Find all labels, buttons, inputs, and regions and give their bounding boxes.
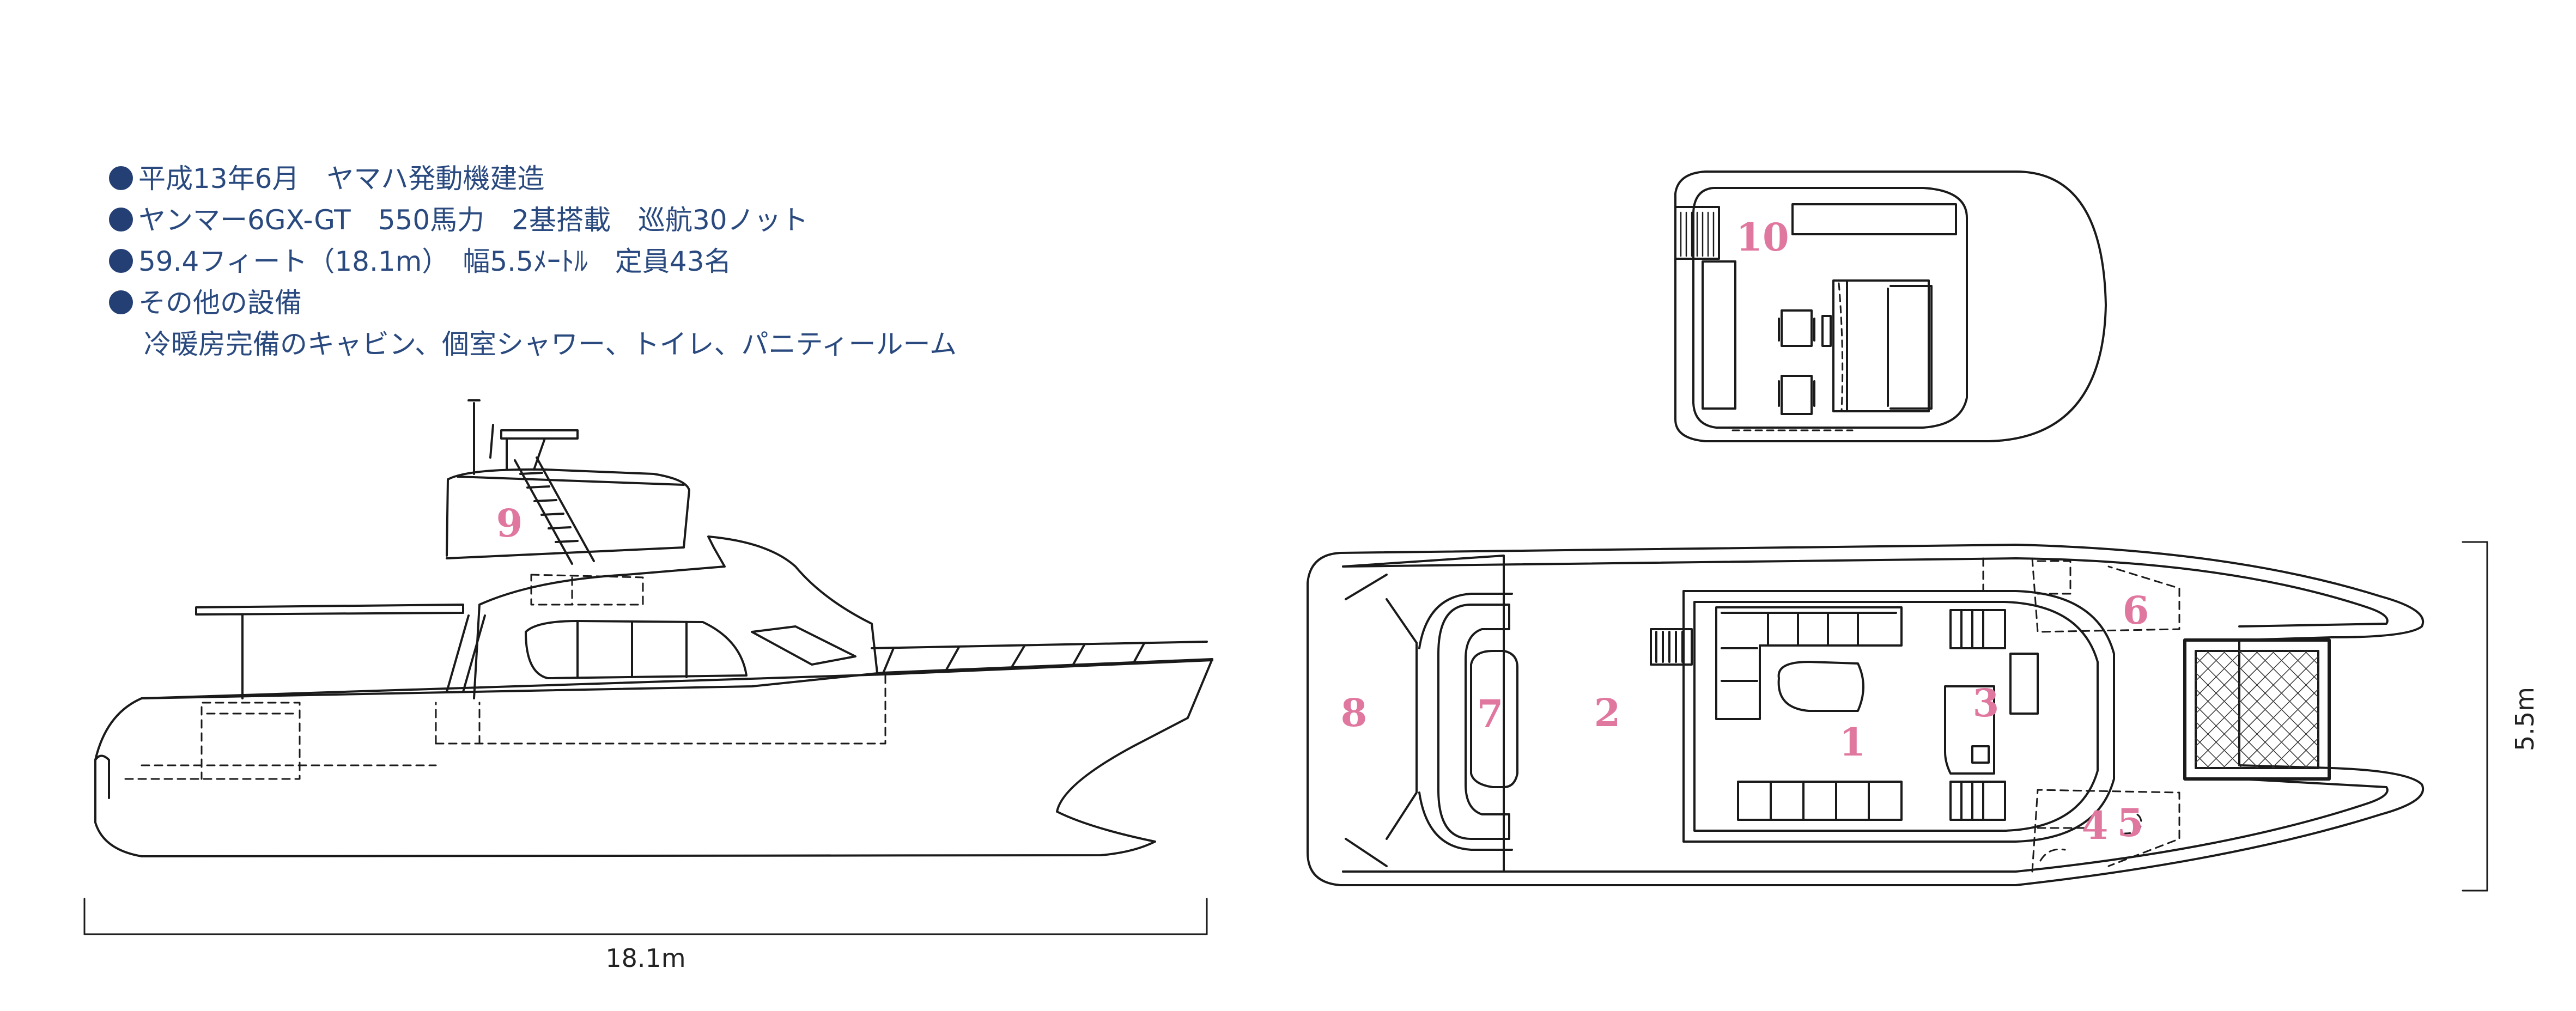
flybridge-helm: [1821, 315, 1832, 347]
flybridge-top-view: [1674, 170, 2107, 442]
spec-build-text: 平成13年6月 ヤマハ発動機建造: [138, 163, 545, 194]
side-canopy: [195, 604, 464, 699]
width-label: 5.5m: [2510, 687, 2539, 751]
length-label: 18.1m: [605, 943, 685, 973]
side-interior-dashes: [124, 574, 886, 780]
side-windshield: [751, 625, 856, 666]
area-label-9: 9: [496, 501, 523, 546]
area-label-7: 7: [1477, 691, 1504, 736]
transom-seat: [1437, 604, 1510, 840]
aft-deck-frame: [1342, 555, 1505, 873]
salon-steps: [1650, 628, 1693, 666]
spec-size: 59.4フィート（18.1m） 幅5.5ﾒｰﾄﾙ 定員43名: [109, 241, 957, 282]
bow-trampoline: [2183, 638, 2331, 781]
deck-inner-rail: [1342, 557, 2389, 628]
length-dimension: [83, 898, 1208, 935]
side-cabin: [473, 535, 878, 699]
spec-list: 平成13年6月 ヤマハ発動機建造 ヤンマー6GX-GT 550馬力 2基搭載 巡…: [109, 158, 957, 365]
area-label-8: 8: [1341, 690, 1368, 735]
area-label-3: 3: [1973, 680, 2000, 726]
salon-sofa-top: [1715, 606, 1903, 720]
salon-outline: [1682, 590, 2115, 843]
spec-engine: ヤンマー6GX-GT 550馬力 2基搭載 巡航30ノット: [109, 199, 957, 241]
spec-build: 平成13年6月 ヤマハ発動機建造: [109, 158, 957, 199]
spec-engine-text: ヤンマー6GX-GT 550馬力 2基搭載 巡航30ノット: [138, 204, 809, 236]
side-hull: [94, 658, 1213, 857]
salon-sofa-bottom: [1737, 781, 1903, 821]
side-stern-rail: [94, 754, 110, 802]
area-label-10: 10: [1736, 215, 1789, 260]
spec-other-text: その他の設備: [138, 287, 302, 319]
side-bow-rail: [871, 641, 1208, 649]
main-deck-top-view: [1307, 544, 2424, 886]
side-cabin-windows: [525, 620, 748, 679]
side-view: [94, 399, 1213, 857]
spec-size-text: 59.4フィート（18.1m） 幅5.5ﾒｰﾄﾙ 定員43名: [138, 246, 732, 277]
area-label-4: 4: [2082, 803, 2109, 848]
bullet-icon: [109, 208, 133, 232]
deck-outline: [1307, 544, 2424, 886]
area-label-5: 5: [2117, 800, 2144, 845]
bullet-icon: [109, 290, 133, 314]
side-rail-posts: [882, 642, 1145, 675]
width-dimension: [2462, 541, 2488, 892]
side-flybridge-roof: [457, 476, 685, 486]
side-ladder: [514, 456, 595, 565]
hull-cabin-dashes: [1982, 557, 2180, 873]
area-label-2: 2: [1594, 690, 1621, 735]
side-deck-line: [141, 659, 1213, 699]
fwd-seats: [1949, 609, 2039, 821]
aft-table: [1470, 650, 1518, 788]
spec-other: その他の設備: [109, 282, 957, 324]
side-lower-ladder: [446, 614, 486, 693]
flybridge-outline: [1674, 170, 2107, 442]
flybridge-seat-2: [1778, 375, 1815, 415]
flybridge-bench-top: [1791, 203, 1957, 235]
flybridge-dashes: [1731, 282, 1854, 431]
galley-counter: [1944, 685, 1995, 775]
area-label-6: 6: [2123, 588, 2149, 633]
salon-table: [1777, 661, 1864, 712]
bullet-icon: [109, 249, 133, 273]
flybridge-bench-left: [1702, 260, 1736, 410]
area-label-1: 1: [1839, 720, 1866, 765]
flybridge-console: [1832, 279, 1930, 412]
side-radar-mast: [500, 429, 579, 471]
bullet-icon: [109, 166, 133, 190]
side-flybridge: [446, 468, 690, 559]
side-antenna: [467, 399, 494, 475]
trampoline-mesh: [2195, 650, 2319, 769]
flybridge-stairs: [1674, 206, 1720, 260]
flybridge-seat-1: [1778, 309, 1815, 347]
spec-facilities: 冷暖房完備のキャビン、個室シャワー、トイレ、パニティールーム: [144, 328, 957, 360]
